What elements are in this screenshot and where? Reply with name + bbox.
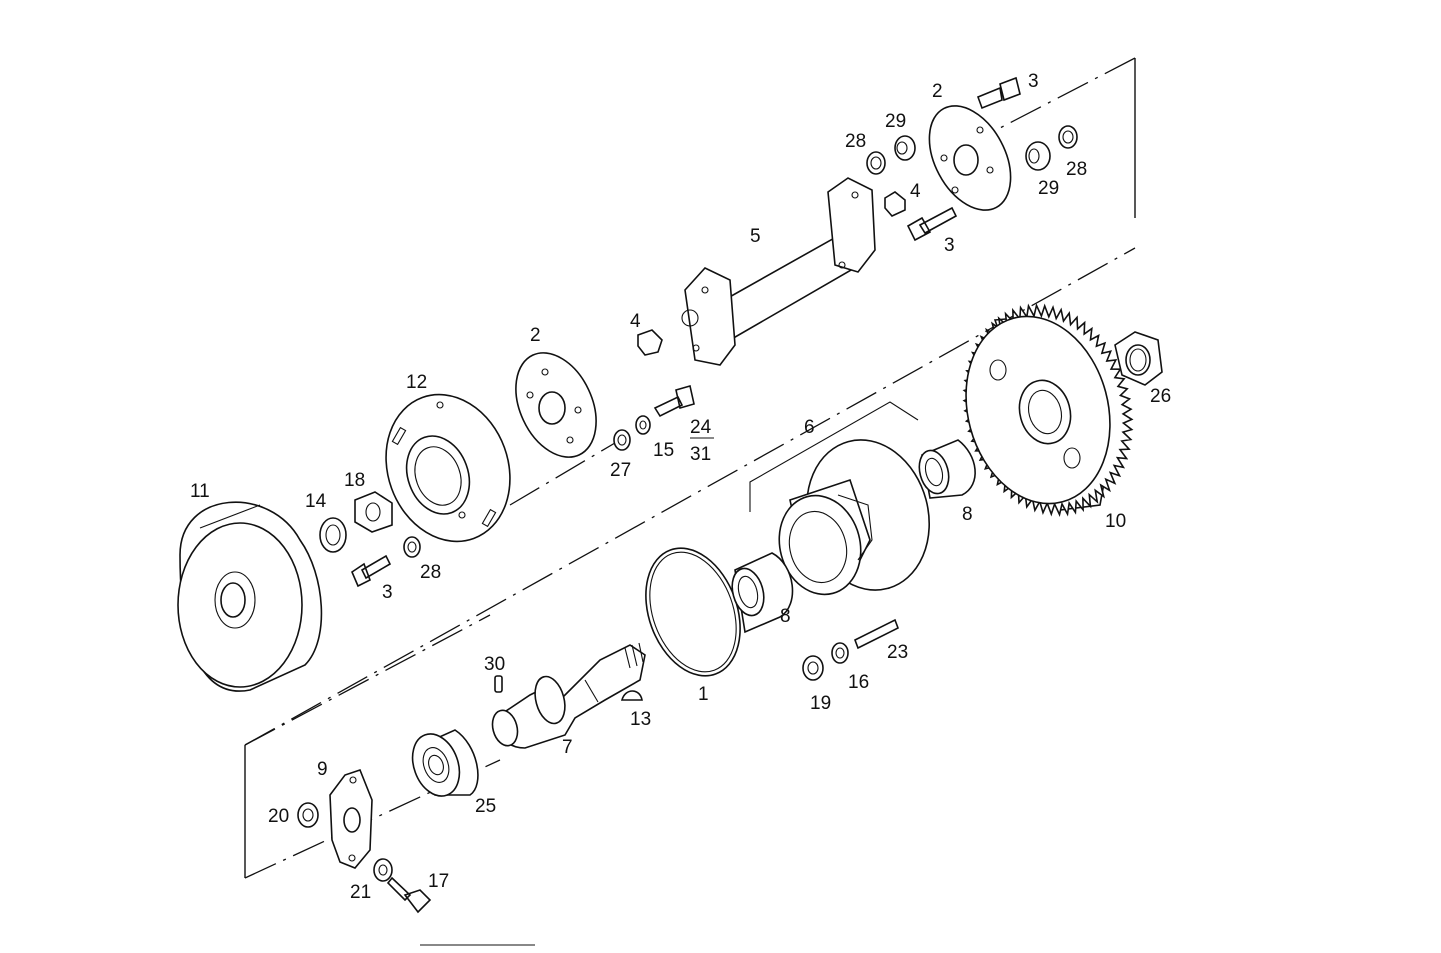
bracket-9[interactable] [329, 769, 373, 869]
label-11: 11 [190, 481, 210, 502]
label-13: 13 [630, 709, 651, 730]
upper-axis-line [999, 57, 1136, 129]
label-29-right: 29 [1038, 178, 1059, 199]
housing-6[interactable] [768, 426, 945, 604]
flange-12[interactable] [366, 377, 530, 559]
label-26: 26 [1150, 386, 1171, 407]
bolt-3-left[interactable] [351, 554, 392, 588]
tube-5[interactable] [681, 177, 876, 366]
key-13[interactable] [620, 690, 643, 701]
left-axis-segment [244, 614, 491, 746]
label-5: 5 [750, 226, 761, 247]
bolt-4-top[interactable] [884, 191, 906, 217]
callout-labels: 1 2 2 3 3 3 4 4 5 6 7 8 8 9 10 11 12 13 … [190, 71, 1171, 903]
bearing-25[interactable] [404, 727, 479, 802]
bolt-3-top[interactable] [976, 76, 1021, 110]
label-21: 21 [350, 882, 371, 903]
fasteners [297, 76, 1078, 914]
label-28-left: 28 [420, 562, 441, 583]
o-ring-1[interactable] [629, 535, 757, 689]
washer-16[interactable] [831, 642, 849, 664]
label-1: 1 [698, 684, 709, 705]
label-16: 16 [848, 672, 869, 693]
label-2-mid: 2 [530, 325, 541, 346]
label-14: 14 [305, 491, 327, 512]
bushing-8-right[interactable] [915, 439, 976, 499]
nut-26[interactable] [1114, 331, 1163, 386]
washer-14[interactable] [319, 517, 347, 553]
washer-28-top[interactable] [866, 151, 886, 175]
label-3-top: 3 [1028, 71, 1039, 92]
label-2-top: 2 [932, 81, 943, 102]
label-27: 27 [610, 460, 631, 481]
label-6: 6 [804, 417, 815, 438]
label-8-left: 8 [780, 606, 791, 627]
label-3-left: 3 [382, 582, 393, 603]
bushing-8-left[interactable] [727, 552, 794, 634]
nut-29-right[interactable] [1025, 141, 1051, 171]
shaft-7[interactable] [489, 642, 646, 749]
label-19: 19 [810, 693, 831, 714]
washer-28-right[interactable] [1058, 125, 1078, 149]
nut-19[interactable] [802, 655, 824, 681]
washer-28-left[interactable] [403, 536, 421, 558]
label-24: 24 [690, 417, 712, 438]
bolt-24-31[interactable] [653, 384, 695, 418]
part-6-bracket [749, 401, 919, 512]
nut-18[interactable] [354, 491, 393, 533]
label-15: 15 [653, 440, 674, 461]
label-30: 30 [484, 654, 505, 675]
label-9: 9 [317, 759, 328, 780]
label-4-top: 4 [910, 181, 921, 202]
label-28-top: 28 [845, 131, 866, 152]
label-25: 25 [475, 796, 496, 817]
label-17: 17 [428, 871, 449, 892]
gear-10[interactable] [946, 300, 1134, 520]
washer-21[interactable] [373, 858, 393, 882]
washer-15[interactable] [635, 415, 651, 435]
label-8-right: 8 [962, 504, 973, 525]
plate-2-mid[interactable] [500, 340, 612, 470]
nut-20[interactable] [297, 802, 319, 828]
mid-axis-line [509, 439, 621, 506]
pin-30[interactable] [494, 675, 503, 693]
label-31: 31 [690, 444, 711, 465]
label-28-right: 28 [1066, 159, 1087, 180]
nut-29-top[interactable] [894, 135, 916, 161]
label-7: 7 [562, 737, 573, 758]
label-29-top: 29 [885, 111, 906, 132]
washer-27[interactable] [613, 429, 631, 451]
stud-23[interactable] [853, 618, 900, 650]
label-10: 10 [1105, 511, 1126, 532]
bolt-3-mid[interactable] [906, 206, 958, 242]
pulley-11[interactable] [177, 501, 323, 692]
label-4-left: 4 [630, 311, 641, 332]
bolt-17[interactable] [386, 876, 432, 914]
plate-2-top[interactable] [913, 92, 1027, 224]
label-3-mid: 3 [944, 235, 955, 256]
label-12: 12 [406, 372, 427, 393]
label-18: 18 [344, 470, 365, 491]
label-23: 23 [887, 642, 908, 663]
label-20: 20 [268, 806, 289, 827]
bolt-4-left[interactable] [637, 329, 663, 356]
